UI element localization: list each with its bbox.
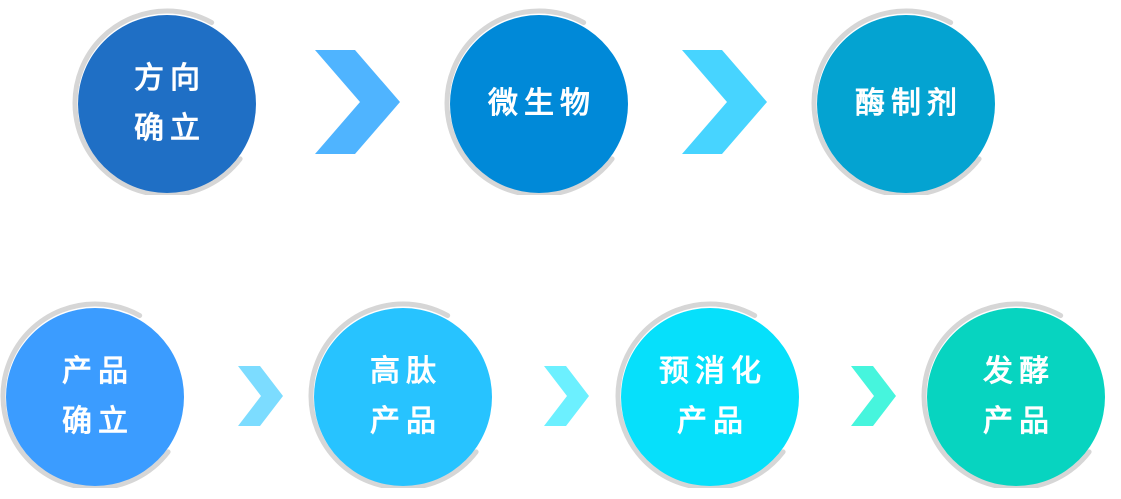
step-disc: 预消化 产品 — [621, 308, 799, 486]
step-ring — [921, 301, 1111, 488]
step-disc: 微生物 — [450, 15, 628, 193]
step-disc: 发酵 产品 — [927, 308, 1105, 486]
step-label: 产品 确立 — [62, 354, 134, 439]
step-ring — [444, 8, 634, 195]
step-product-define: 产品 确立 — [0, 298, 190, 488]
step-enzyme: 酶制剂 — [811, 5, 1001, 195]
step-label: 高肽 产品 — [370, 354, 442, 439]
chevron-arrow-icon — [238, 366, 283, 426]
step-ring — [308, 301, 498, 488]
step-microbe: 微生物 — [444, 5, 634, 195]
step-disc: 产品 确立 — [6, 308, 184, 486]
step-ring — [0, 301, 190, 488]
chevron-arrow-icon — [315, 50, 400, 154]
step-direction: 方向 确立 — [72, 5, 262, 195]
step-label: 酶制剂 — [855, 86, 963, 121]
step-disc: 高肽 产品 — [314, 308, 492, 486]
step-disc: 酶制剂 — [817, 15, 995, 193]
step-ring — [811, 8, 1001, 195]
chevron-arrow-icon — [682, 50, 767, 154]
step-high-peptide: 高肽 产品 — [308, 298, 498, 488]
step-fermented: 发酵 产品 — [921, 298, 1111, 488]
step-label: 微生物 — [488, 86, 596, 121]
step-label: 预消化 产品 — [659, 354, 767, 439]
step-ring — [72, 8, 262, 195]
step-ring — [615, 301, 805, 488]
step-label: 发酵 产品 — [983, 354, 1055, 439]
chevron-arrow-icon — [851, 366, 896, 426]
chevron-arrow-icon — [544, 366, 589, 426]
step-predigested: 预消化 产品 — [615, 298, 805, 488]
step-disc: 方向 确立 — [78, 15, 256, 193]
step-label: 方向 确立 — [134, 61, 206, 146]
